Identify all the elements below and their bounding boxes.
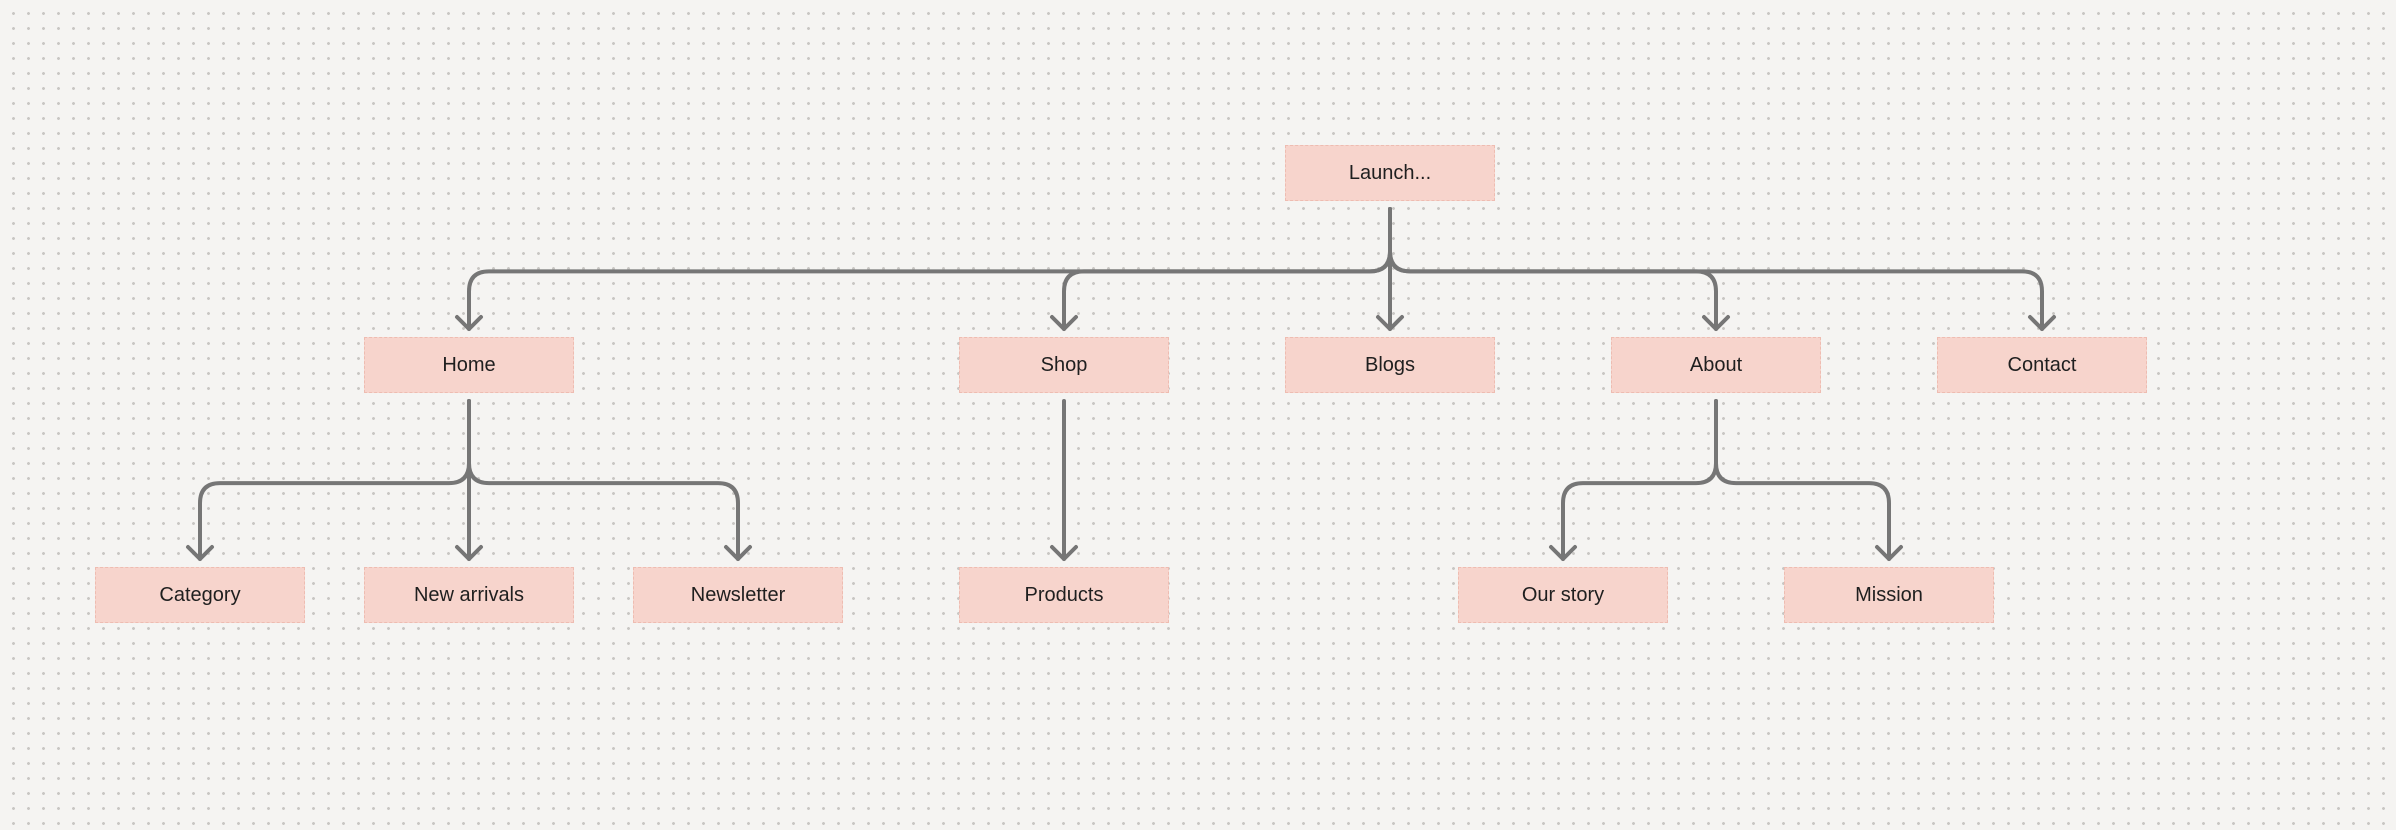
arrowhead-icon — [724, 545, 752, 561]
arrowhead-icon — [2028, 315, 2056, 331]
node-mission[interactable]: Mission — [1784, 567, 1994, 623]
node-new-arrivals[interactable]: New arrivals — [364, 567, 574, 623]
connector-launch-shop — [1062, 207, 1392, 331]
arrowhead-icon — [455, 545, 483, 561]
node-blogs[interactable]: Blogs — [1285, 337, 1495, 393]
node-products[interactable]: Products — [959, 567, 1169, 623]
arrowhead-icon — [1376, 315, 1404, 331]
connector-about-mission — [1714, 399, 1891, 561]
connector-about-our_story — [1561, 399, 1718, 561]
arrowhead-icon — [1875, 545, 1903, 561]
connector-home-newsletter — [467, 399, 740, 561]
arrowhead-icon — [1050, 545, 1078, 561]
arrowhead-icon — [455, 315, 483, 331]
node-home[interactable]: Home — [364, 337, 574, 393]
node-contact[interactable]: Contact — [1937, 337, 2147, 393]
connector-home-category — [198, 399, 471, 561]
node-newsletter[interactable]: Newsletter — [633, 567, 843, 623]
arrowhead-icon — [186, 545, 214, 561]
connector-launch-home — [467, 207, 1392, 331]
connector-launch-about — [1388, 207, 1718, 331]
node-launch[interactable]: Launch... — [1285, 145, 1495, 201]
arrowhead-icon — [1549, 545, 1577, 561]
connector-launch-contact — [1388, 207, 2044, 331]
node-category[interactable]: Category — [95, 567, 305, 623]
node-shop[interactable]: Shop — [959, 337, 1169, 393]
node-our-story[interactable]: Our story — [1458, 567, 1668, 623]
arrowhead-icon — [1050, 315, 1078, 331]
arrowhead-icon — [1702, 315, 1730, 331]
node-about[interactable]: About — [1611, 337, 1821, 393]
